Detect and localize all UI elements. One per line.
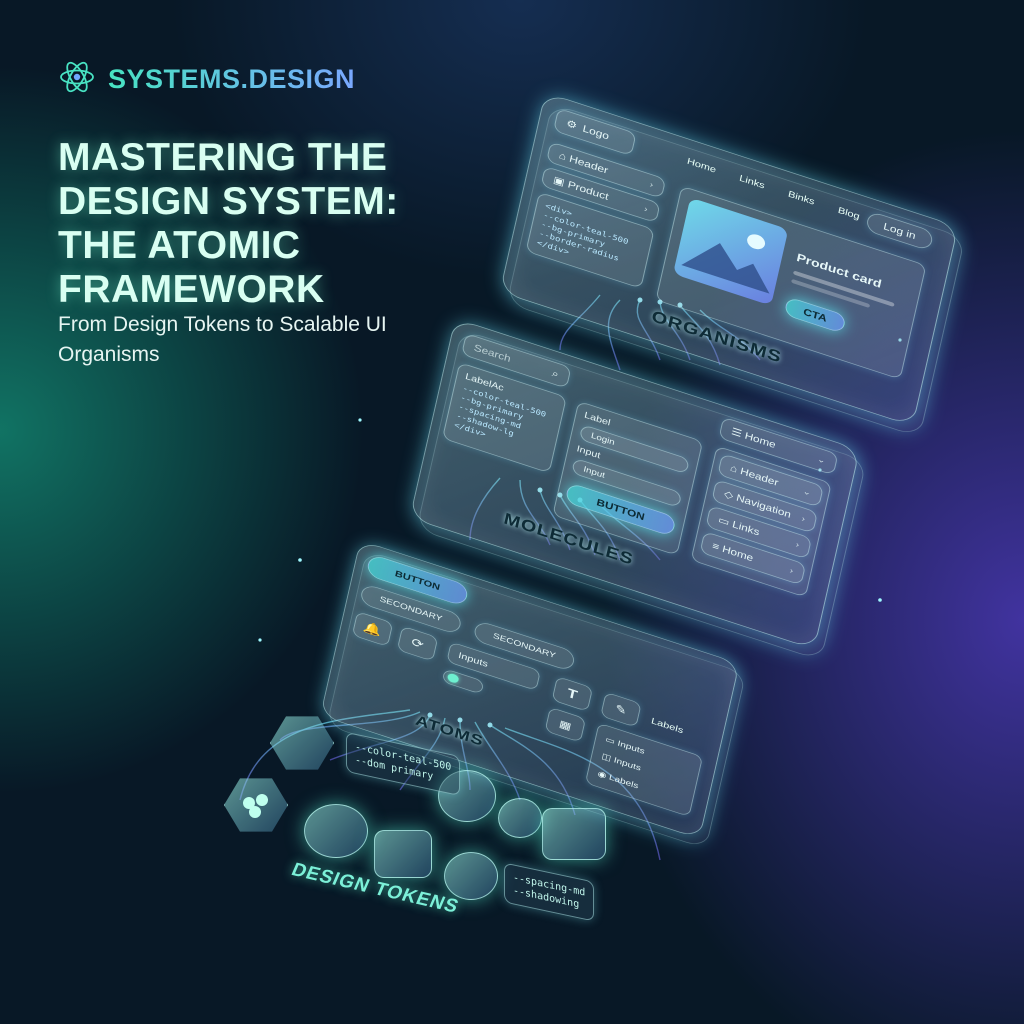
chevron-down-icon: ⌄ <box>816 454 827 466</box>
menu-item-label: Links <box>731 518 761 538</box>
headline-line: DESIGN SYSTEM: <box>58 180 399 223</box>
chevron-right-icon: › <box>648 180 655 190</box>
token-circle <box>438 770 496 822</box>
logo-icon: ⚙ <box>565 117 579 132</box>
image-placeholder-icon <box>672 197 789 306</box>
subtitle: From Design Tokens to Scalable UI Organi… <box>58 313 387 366</box>
chevron-right-icon: › <box>643 204 649 214</box>
search-icon: ⌕ <box>551 366 560 380</box>
chevron-right-icon: › <box>794 540 801 550</box>
organisms-layer: ⚙ Logo Home Links Binks Blog Log in ⌂ He… <box>499 92 966 438</box>
brand: SYSTEMS.DESIGN <box>58 58 355 101</box>
menu-item-label: Home <box>721 543 755 564</box>
token-circle <box>498 798 542 838</box>
chevron-right-icon: › <box>788 566 795 576</box>
token-circle <box>444 852 498 900</box>
product-card[interactable]: Product card CTA <box>655 185 927 380</box>
cta-button[interactable]: CTA <box>783 296 847 334</box>
headline-line: MASTERING THE <box>58 136 388 179</box>
logo-text: Logo <box>581 122 611 142</box>
chevron-right-icon: › <box>800 514 806 524</box>
token-circle <box>304 804 368 858</box>
list-item-label: Labels <box>608 773 640 791</box>
headline: MASTERING THE DESIGN SYSTEM: THE ATOMIC … <box>58 136 418 312</box>
select-value: Home <box>743 429 777 451</box>
token-square <box>542 808 606 860</box>
menu-item-label: Header <box>739 465 780 489</box>
list-item-label: Inputs <box>616 739 646 757</box>
list-item[interactable]: ◫ Inputs <box>600 752 642 774</box>
toggle-knob <box>446 672 460 685</box>
atom-icon <box>58 58 96 101</box>
token-square <box>374 830 432 878</box>
list-item[interactable]: ◉ Labels <box>596 769 640 791</box>
list-item[interactable]: ▭ Inputs <box>604 735 646 757</box>
cluster-icon <box>243 794 268 818</box>
list-item-label: Inputs <box>612 756 642 774</box>
chevron-down-icon: ⌄ <box>801 486 812 498</box>
headline-line: FRAMEWORK <box>58 268 325 311</box>
headline-line: THE ATOMIC <box>58 224 301 267</box>
brand-name: SYSTEMS.DESIGN <box>108 64 356 94</box>
